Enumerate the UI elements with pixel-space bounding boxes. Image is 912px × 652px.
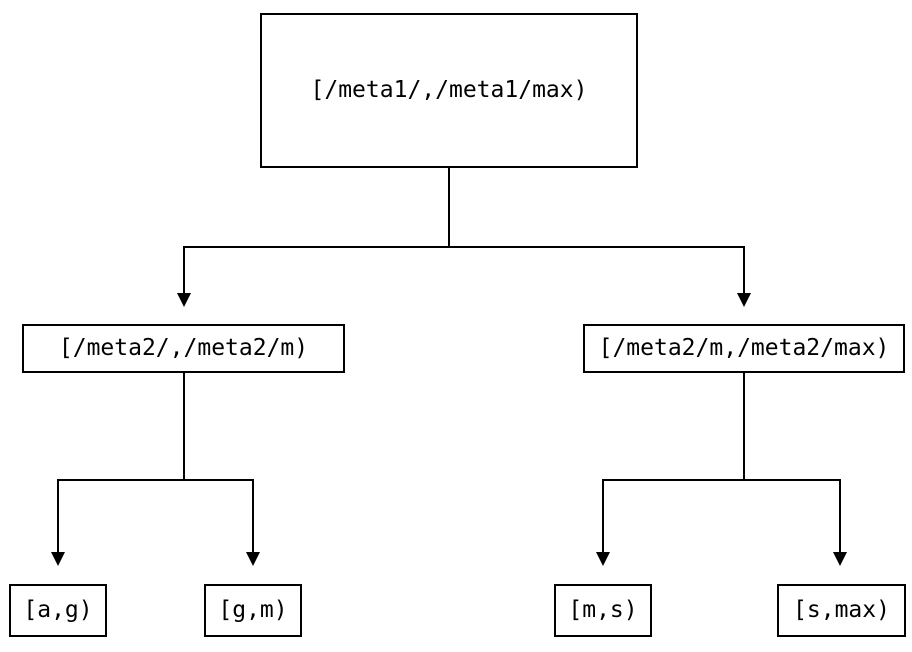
tree-leaf-range-a-g: [a,g) bbox=[9, 584, 107, 637]
edge-right-branch bbox=[602, 479, 841, 552]
arrow-down-icon bbox=[833, 552, 847, 566]
arrow-down-icon bbox=[596, 552, 610, 566]
tree-node-root-range: [/meta1/,/meta1/max) bbox=[260, 13, 638, 168]
edge-left-branch bbox=[57, 479, 254, 552]
tree-leaf-range-g-m: [g,m) bbox=[204, 584, 302, 637]
edge-root-branch bbox=[183, 246, 745, 293]
tree-leaf-range-s-max: [s,max) bbox=[777, 584, 906, 637]
arrow-down-icon bbox=[246, 552, 260, 566]
tree-node-meta2-left-range: [/meta2/,/meta2/m) bbox=[22, 324, 345, 373]
arrow-down-icon bbox=[177, 293, 191, 307]
arrow-down-icon bbox=[737, 293, 751, 307]
tree-node-meta2-right-range: [/meta2/m,/meta2/max) bbox=[583, 324, 905, 373]
arrow-down-icon bbox=[51, 552, 65, 566]
tree-leaf-range-m-s: [m,s) bbox=[554, 584, 652, 637]
